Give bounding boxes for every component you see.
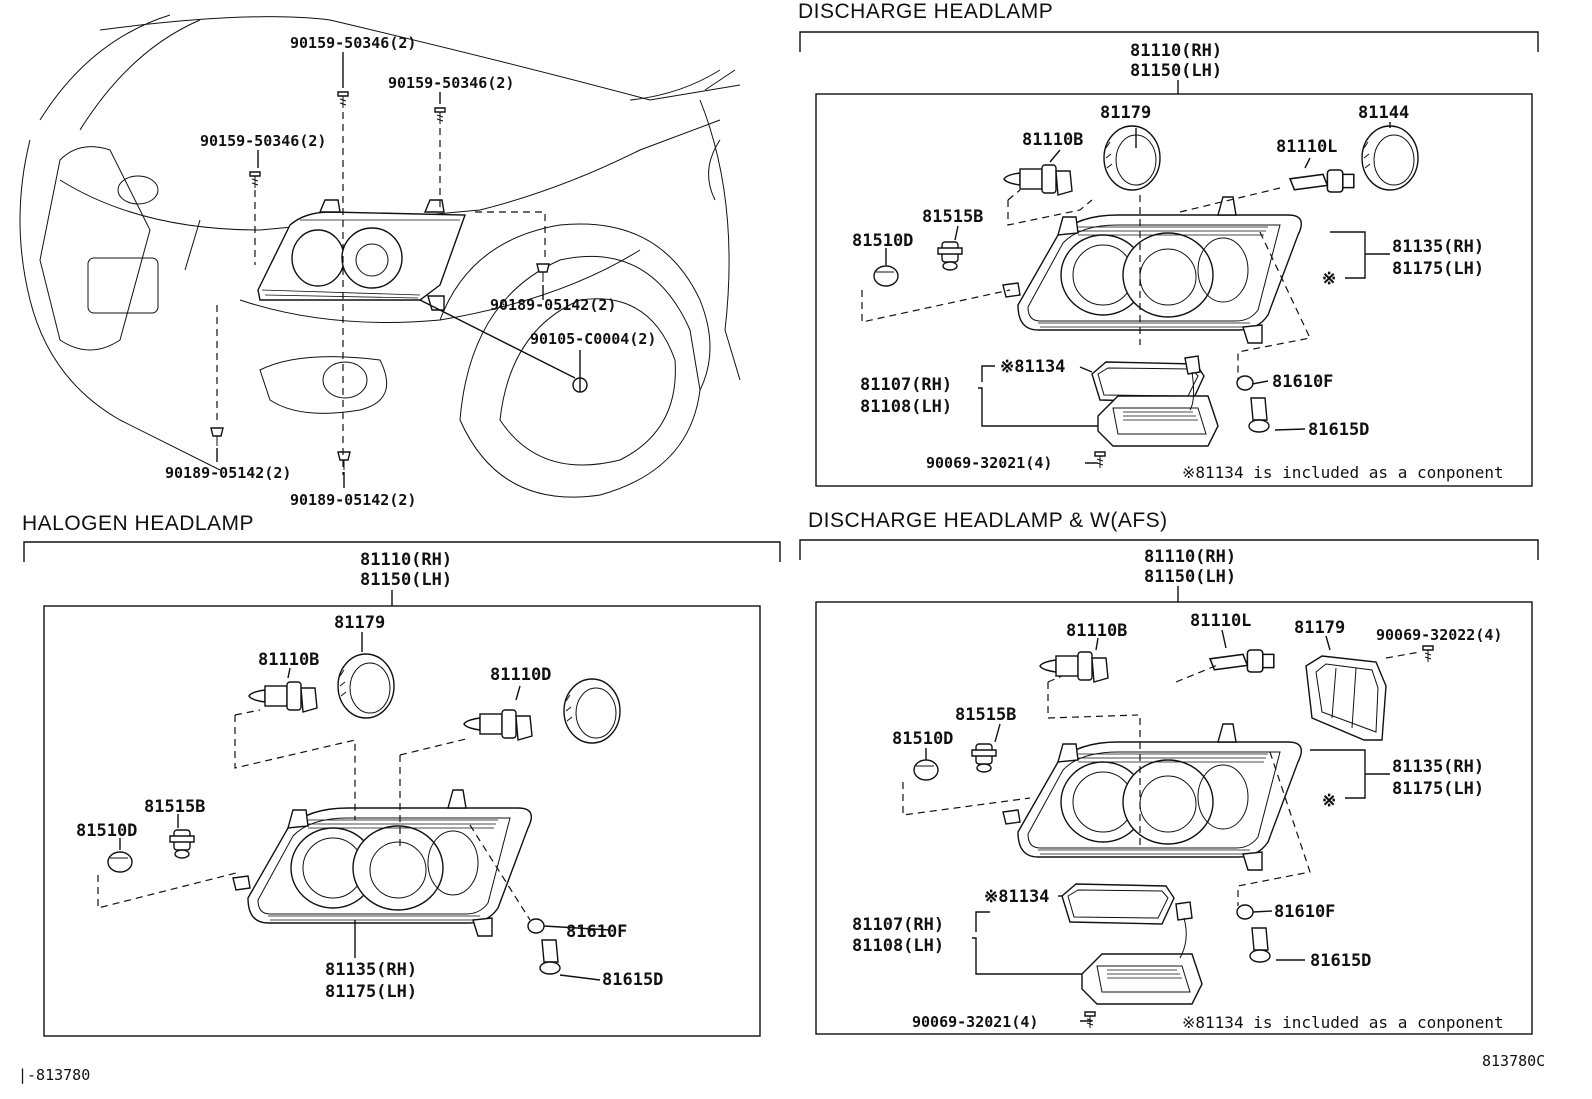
footer-right-code: 813780C	[1482, 1052, 1545, 1070]
halogen-bulb-d: 81510D	[76, 821, 137, 841]
overview-vehicle	[19, 14, 741, 498]
afs-section: DISCHARGE HEADLAMP & W(AFS) 81110(RH) 81…	[799, 509, 1539, 1035]
label-bolt-left: 90159-50346(2)	[200, 132, 326, 150]
halogen-assy-lh: 81150(LH)	[360, 570, 452, 590]
discharge-title: DISCHARGE HEADLAMP	[798, 0, 1053, 23]
overview-labels: 90159-50346(2) 90159-50346(2) 90159-5034…	[165, 34, 656, 509]
halogen-cap: 81179	[334, 613, 385, 633]
halogen-unit-rh: 81135(RH)	[325, 960, 417, 980]
afs-assy-lh: 81150(LH)	[1144, 567, 1236, 587]
afs-frame	[815, 601, 1533, 1035]
afs-ballast-rh: 81107(RH)	[852, 915, 944, 935]
halogen-bulb-f: 81610F	[566, 922, 627, 942]
afs-note: ※81134 is included as a conponent	[1182, 1013, 1504, 1032]
discharge-gasket: ※81134	[1000, 357, 1065, 377]
afs-gasket: ※81134	[984, 887, 1049, 907]
discharge-socket-d: 81615D	[1308, 420, 1369, 440]
discharge-unit-rh: 81135(RH)	[1392, 237, 1484, 257]
halogen-socket-d: 81615D	[602, 970, 663, 990]
afs-unit-rh: 81135(RH)	[1392, 757, 1484, 777]
discharge-ballast-lh: 81108(LH)	[860, 397, 952, 417]
discharge-section: DISCHARGE HEADLAMP 81110(RH) 81150(LH)	[798, 0, 1539, 487]
discharge-ballast-rh: 81107(RH)	[860, 375, 952, 395]
afs-unit-lh: 81175(LH)	[1392, 779, 1484, 799]
afs-screw: 90069-32021(4)	[912, 1013, 1038, 1031]
afs-socket: 81515B	[955, 705, 1016, 725]
footer-left-code: |-813780	[18, 1066, 90, 1084]
discharge-star: ※	[1322, 269, 1336, 289]
discharge-bulb-l: 81110L	[1276, 137, 1337, 157]
label-clip-bottom-mid: 90189-05142(2)	[290, 491, 416, 509]
discharge-cap: 81179	[1100, 103, 1151, 123]
halogen-socket: 81515B	[144, 797, 205, 817]
label-bolt-top2: 90159-50346(2)	[388, 74, 514, 92]
discharge-note: ※81134 is included as a conponent	[1182, 463, 1504, 482]
label-bolt-top1: 90159-50346(2)	[290, 34, 416, 52]
label-clip-right: 90189-05142(2)	[490, 296, 616, 314]
halogen-section: HALOGEN HEADLAMP 81110(RH) 81150(LH) 811…	[22, 512, 781, 1037]
afs-title: DISCHARGE HEADLAMP & W(AFS)	[808, 509, 1168, 532]
afs-cap: 81179	[1294, 618, 1345, 638]
discharge-cover: 81144	[1358, 103, 1409, 123]
discharge-socket: 81515B	[922, 207, 983, 227]
afs-bulb-b: 81110B	[1066, 621, 1127, 641]
afs-bulb-f: 81610F	[1274, 902, 1335, 922]
afs-ballast-lh: 81108(LH)	[852, 936, 944, 956]
discharge-assy-rh: 81110(RH)	[1130, 41, 1222, 61]
discharge-frame	[815, 93, 1533, 487]
afs-bulb-l: 81110L	[1190, 611, 1251, 631]
afs-bulb-d: 81510D	[892, 729, 953, 749]
discharge-unit-lh: 81175(LH)	[1392, 259, 1484, 279]
discharge-screw: 90069-32021(4)	[926, 454, 1052, 472]
label-clip-bottom-left: 90189-05142(2)	[165, 464, 291, 482]
halogen-assy-rh: 81110(RH)	[360, 550, 452, 570]
overview-fasteners	[210, 52, 588, 488]
halogen-bulb-d2: 81110D	[490, 665, 551, 685]
afs-screw-top: 90069-32022(4)	[1376, 626, 1502, 644]
discharge-bulb-f: 81610F	[1272, 372, 1333, 392]
label-screw: 90105-C0004(2)	[530, 330, 656, 348]
halogen-frame	[43, 605, 761, 1037]
afs-socket-d: 81615D	[1310, 951, 1371, 971]
halogen-unit-lh: 81175(LH)	[325, 982, 417, 1002]
discharge-bulb-b: 81110B	[1022, 130, 1083, 150]
halogen-title: HALOGEN HEADLAMP	[22, 512, 254, 535]
afs-assy-rh: 81110(RH)	[1144, 547, 1236, 567]
discharge-assy-lh: 81150(LH)	[1130, 61, 1222, 81]
discharge-bulb-d: 81510D	[852, 231, 913, 251]
afs-star: ※	[1322, 791, 1336, 811]
halogen-bulb-b: 81110B	[258, 650, 319, 670]
